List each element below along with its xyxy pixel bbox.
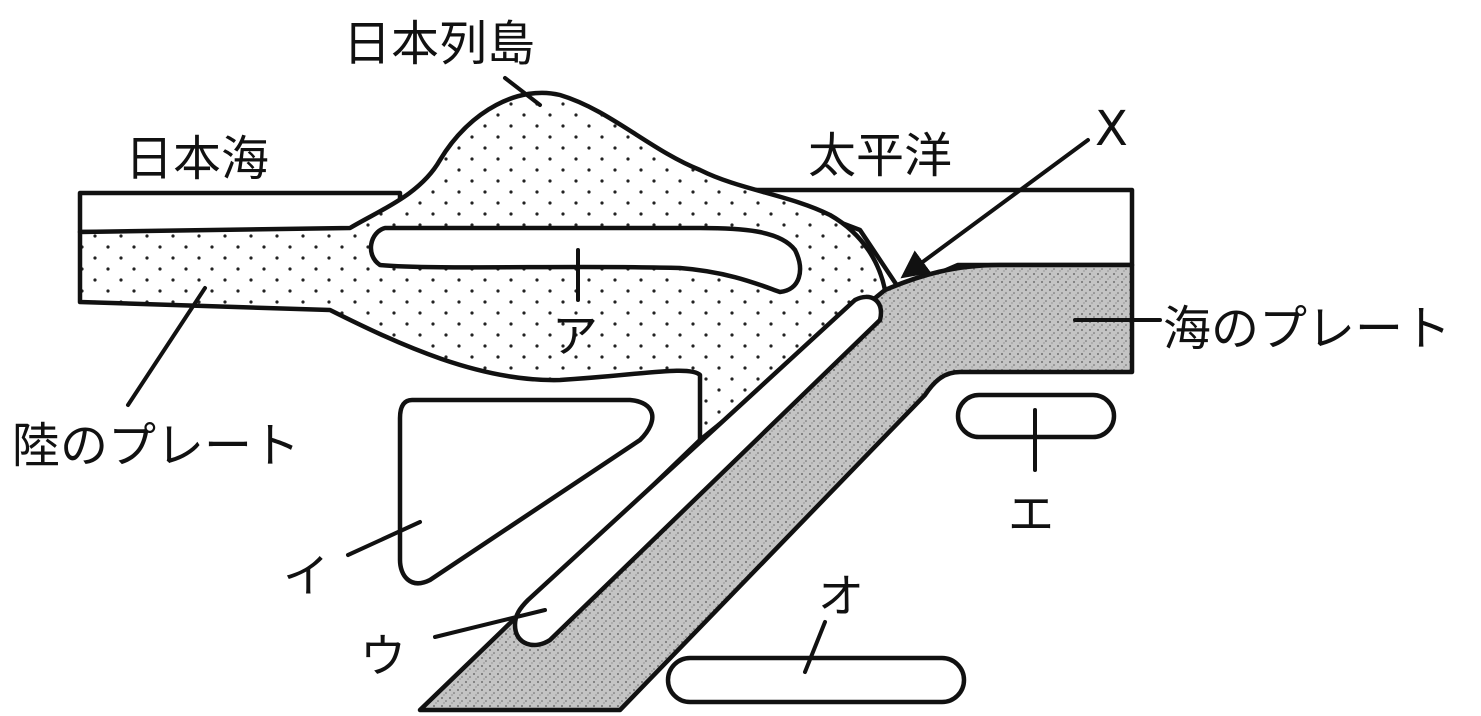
label-o: オ [818,569,864,623]
label-a: ア [552,309,598,363]
label-e: エ [1008,487,1054,541]
label-continental-plate: 陸のプレート [12,418,300,474]
leader-o [803,620,827,674]
label-ocean-plate: 海のプレート [1163,301,1451,357]
leader-japan-islands [503,76,542,107]
continental-plate [77,90,888,453]
x-arrow [900,138,1090,279]
leader-u [433,608,547,639]
label-japan-islands: 日本列島 [343,16,535,72]
leader-i [346,520,422,557]
region-a [368,225,803,295]
region-i [397,397,655,586]
region-u [512,294,884,648]
label-x: X [1095,101,1128,157]
label-i: イ [283,549,329,603]
region-o [665,655,967,705]
leader-continental-plate [126,286,207,407]
label-sea-of-japan: 日本海 [125,131,269,187]
label-u: ウ [360,629,406,683]
label-pacific-ocean: 太平洋 [808,128,952,184]
